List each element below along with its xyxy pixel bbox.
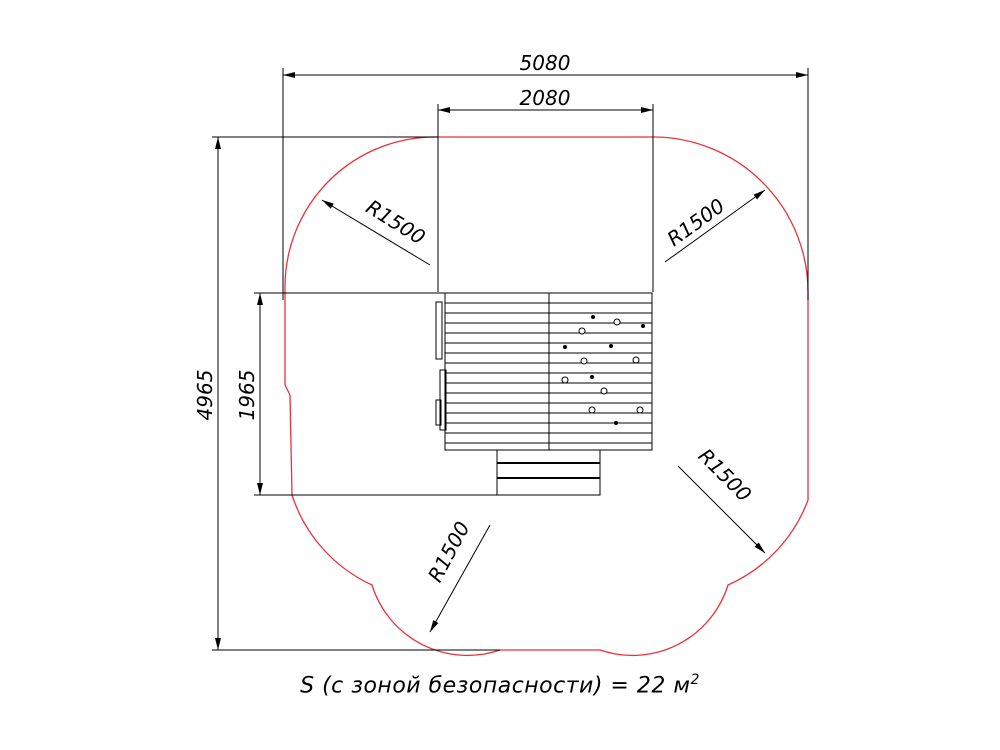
radius-label-top-right: R1500 <box>663 194 730 252</box>
climbing-hold <box>588 406 596 414</box>
structure-height-label: 1965 <box>235 370 259 421</box>
radius-leader-bl <box>429 524 491 633</box>
climbing-hold <box>580 357 588 365</box>
play-structure <box>435 292 653 496</box>
area-caption: S (с зоной безопасности) = 22 м2 <box>0 672 1000 698</box>
area-caption-text: S (с зоной безопасности) = 22 м <box>300 673 691 699</box>
climbing-hold <box>563 345 567 349</box>
dimension-lines <box>215 72 808 650</box>
overall-height-label: 4965 <box>193 370 217 421</box>
radius-label-bottom-right: R1500 <box>694 444 757 507</box>
structure-width-label: 2080 <box>520 86 571 110</box>
climbing-hold <box>578 327 586 335</box>
climbing-hold <box>614 421 618 425</box>
climbing-hold <box>600 387 608 395</box>
extension-lines <box>212 68 809 651</box>
climbing-hold <box>613 318 621 326</box>
area-caption-superscript: 2 <box>690 672 700 688</box>
climbing-hold <box>561 376 569 384</box>
radius-label-top-left: R1500 <box>362 195 430 250</box>
climbing-hold <box>590 375 594 379</box>
climbing-hold <box>591 315 595 319</box>
climbing-hold <box>609 344 613 348</box>
radius-label-bottom-left: R1500 <box>423 517 475 585</box>
climbing-hold <box>641 324 645 328</box>
radius-leader-br <box>677 465 766 554</box>
climbing-hold <box>636 406 644 414</box>
overall-width-label: 5080 <box>520 51 571 75</box>
radius-leader-tl <box>321 199 431 266</box>
radius-leader-tr <box>664 189 766 263</box>
climbing-hold <box>632 356 640 364</box>
